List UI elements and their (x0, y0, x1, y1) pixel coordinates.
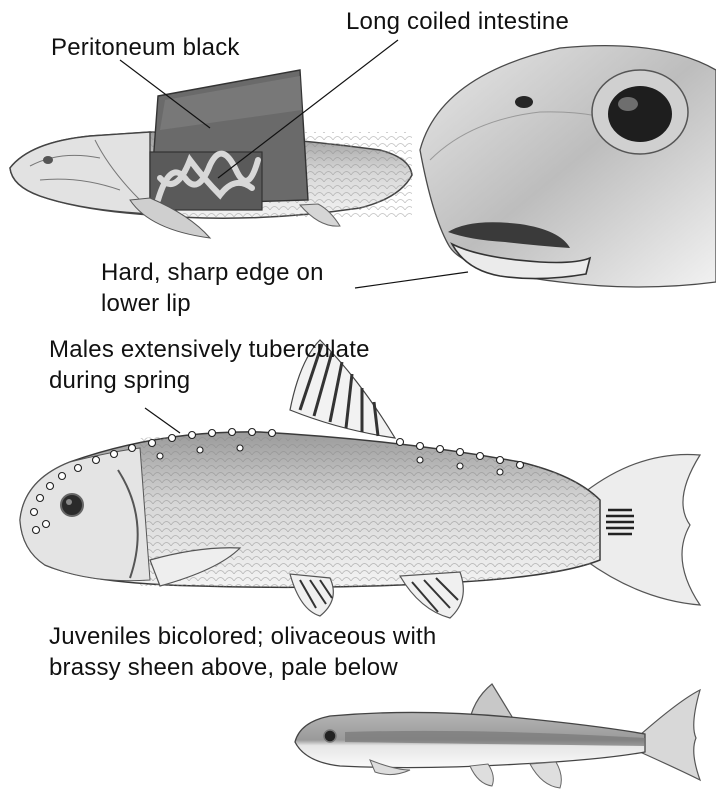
juvenile-pelvic-fin (470, 764, 493, 786)
dissected-fish-illustration (10, 70, 412, 238)
juvenile-fish-illustration (295, 684, 700, 788)
lower-lip-label-line2: lower lip (101, 288, 191, 319)
intestine-label: Long coiled intestine (346, 6, 569, 37)
juvenile-tail-fin (640, 690, 700, 780)
head-nostril (515, 96, 533, 108)
head-eye (608, 86, 672, 142)
juveniles-label-line1: Juveniles bicolored; olivaceous with (49, 621, 436, 652)
head-closeup-illustration (420, 46, 716, 287)
adult-eye (61, 494, 83, 516)
dissected-fish-head (10, 132, 150, 214)
lip-leader-line (355, 272, 468, 288)
tuberculate-label-line2: during spring (49, 365, 190, 396)
juveniles-label-line2: brassy sheen above, pale below (49, 652, 398, 683)
tubercle-leader-line (145, 408, 180, 433)
peritoneum-label: Peritoneum black (51, 32, 240, 63)
juvenile-anal-fin (530, 762, 561, 788)
juvenile-eye (324, 730, 336, 742)
adult-pelvic-fin (290, 574, 333, 616)
tuberculate-label-line1: Males extensively tuberculate (49, 334, 370, 365)
lower-lip-label-line1: Hard, sharp edge on (101, 257, 324, 288)
adult-tail-fin (585, 454, 700, 605)
